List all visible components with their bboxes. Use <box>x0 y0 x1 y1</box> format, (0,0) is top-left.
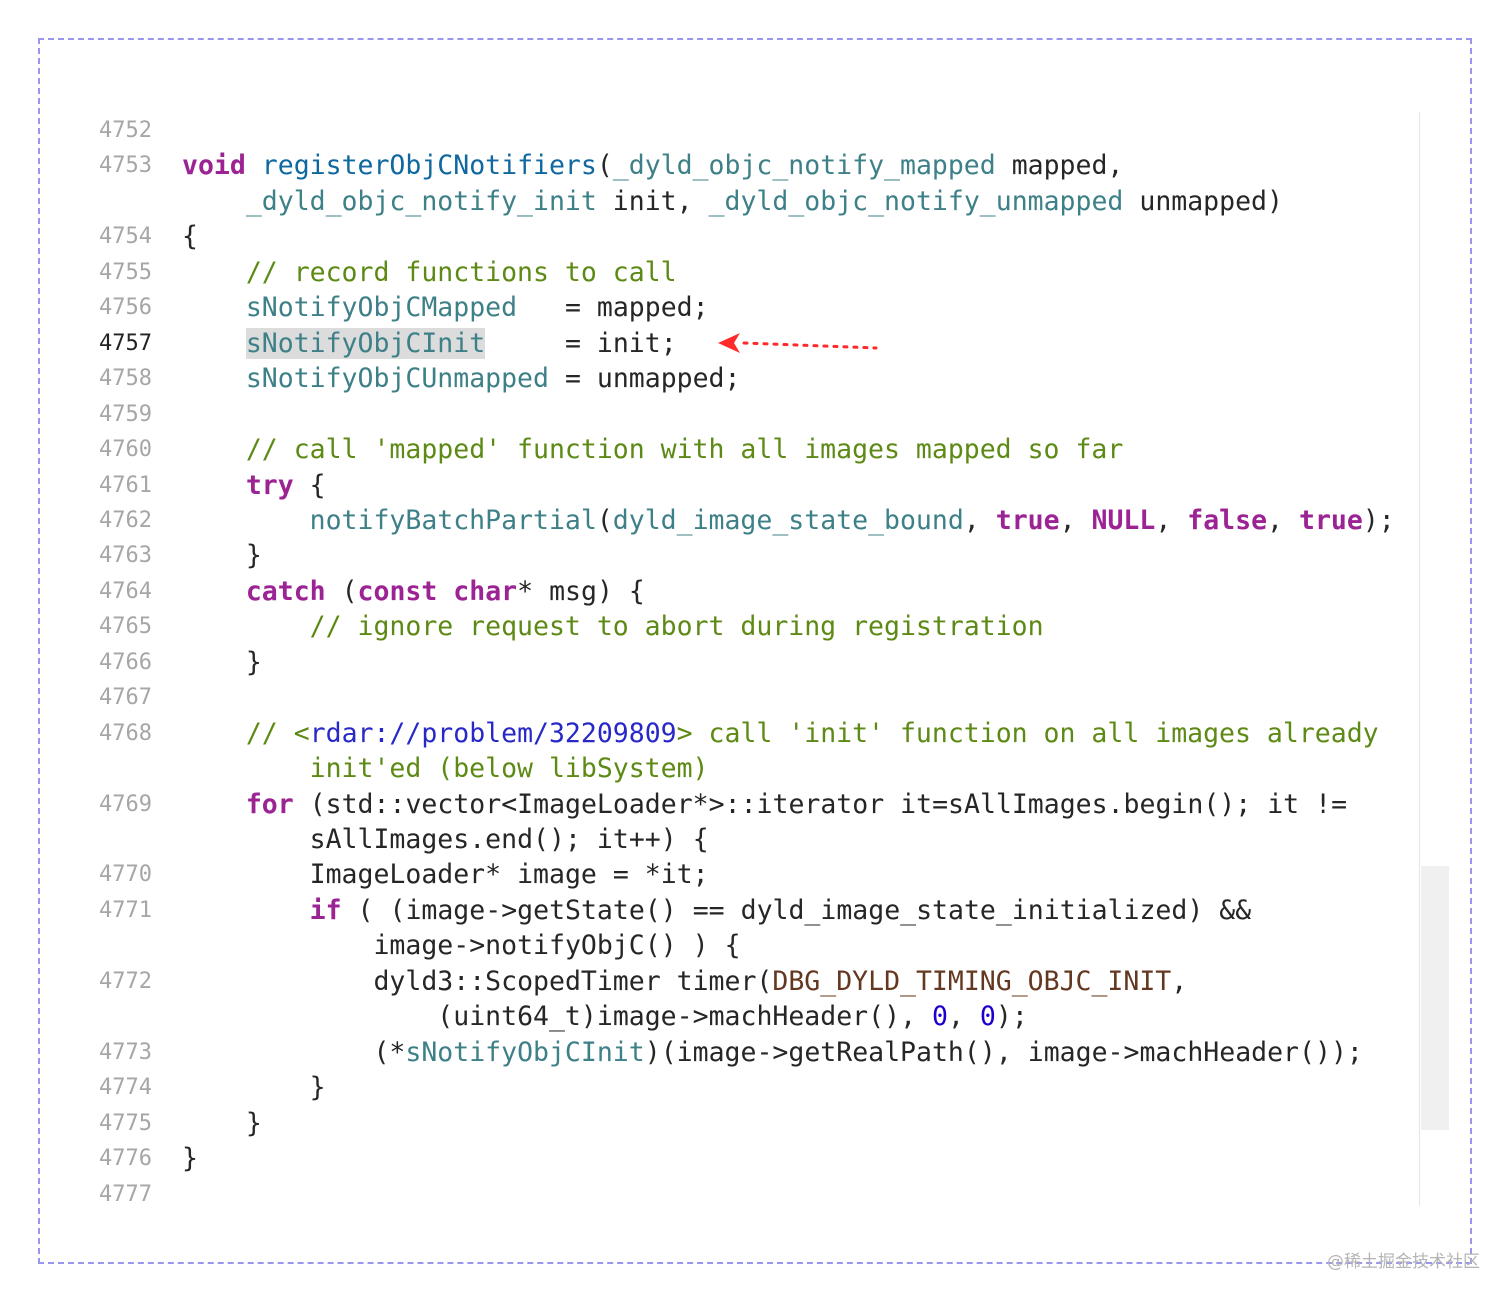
line-number: 4765 <box>99 614 152 640</box>
code-line[interactable]: 4767 <box>0 680 1420 715</box>
highlighted-symbol[interactable]: sNotifyObjCInit <box>245 327 486 359</box>
code-line[interactable]: image->notifyObjC() ) { <box>0 928 1420 963</box>
code-line[interactable]: 4752 <box>0 113 1420 148</box>
code-line[interactable]: 4761 try { <box>0 468 1420 503</box>
line-number: 4759 <box>99 401 152 427</box>
code-text: ImageLoader* image = *it; <box>309 859 709 891</box>
code-text: sNotifyObjCUnmapped = unmapped; <box>245 363 741 395</box>
code-line[interactable]: sAllImages.end(); it++) { <box>0 822 1420 857</box>
code-text: (*sNotifyObjCInit)(image->getRealPath(),… <box>373 1036 1363 1068</box>
line-number: 4755 <box>99 259 152 285</box>
code-text: _dyld_objc_notify_init init, _dyld_objc_… <box>245 185 1283 217</box>
code-text: sAllImages.end(); it++) { <box>309 824 709 855</box>
line-number: 4775 <box>99 1110 152 1136</box>
code-line[interactable]: 4758 sNotifyObjCUnmapped = unmapped; <box>0 361 1420 396</box>
code-text: image->notifyObjC() ) { <box>373 930 741 962</box>
minimap-divider <box>1419 112 1420 1206</box>
screenshot-frame <box>38 38 1472 1264</box>
line-number: 4756 <box>99 295 152 321</box>
code-line[interactable]: 4769 for (std::vector<ImageLoader*>::ite… <box>0 787 1420 822</box>
dotted-left-arrow-icon <box>718 333 878 353</box>
code-text: } <box>245 646 262 678</box>
code-line[interactable]: 4753 void registerObjCNotifiers(_dyld_obj… <box>0 148 1420 183</box>
code-text: notifyBatchPartial(dyld_image_state_boun… <box>309 504 1395 536</box>
line-number: 4764 <box>99 578 152 604</box>
watermark: @稀土掘金技术社区 <box>1327 1252 1480 1272</box>
code-text: init'ed (below libSystem) <box>182 753 709 785</box>
code-line[interactable]: 4756 sNotifyObjCMapped = mapped; <box>0 290 1420 325</box>
code-text: } <box>182 1143 198 1175</box>
line-number: 4753 <box>99 153 152 179</box>
code-text: // <rdar://problem/32209809> call 'init'… <box>245 717 1379 749</box>
line-number: 4772 <box>99 968 152 994</box>
line-number: 4769 <box>99 791 152 817</box>
code-line[interactable]: 4772 dyld3::ScopedTimer timer(DBG_DYLD_T… <box>0 964 1420 999</box>
code-line[interactable]: 4762 notifyBatchPartial(dyld_image_state… <box>0 503 1420 538</box>
code-text: } <box>245 540 262 572</box>
line-number: 4771 <box>99 897 152 923</box>
code-line[interactable]: 4755 // record functions to call <box>0 255 1420 290</box>
code-text: sNotifyObjCInit = init; <box>245 327 677 359</box>
line-number: 4774 <box>99 1075 152 1101</box>
code-line[interactable]: 4775 } <box>0 1106 1420 1141</box>
line-number: 4757 <box>99 330 152 356</box>
line-number: 4767 <box>99 685 152 711</box>
code-line[interactable]: 4776} <box>0 1141 1420 1176</box>
code-line[interactable]: 4760 // call 'mapped' function with all … <box>0 432 1420 467</box>
line-number: 4762 <box>99 507 152 533</box>
line-number: 4758 <box>99 366 152 392</box>
code-line[interactable]: 4774 } <box>0 1070 1420 1105</box>
code-line[interactable]: _dyld_objc_notify_init init, _dyld_objc_… <box>0 184 1420 219</box>
line-number: 4777 <box>99 1181 152 1207</box>
code-text: void registerObjCNotifiers(_dyld_objc_no… <box>182 150 1124 182</box>
line-number: 4768 <box>99 720 152 746</box>
line-number: 4754 <box>99 224 152 250</box>
code-line[interactable]: 4768 // <rdar://problem/32209809> call '… <box>0 716 1420 751</box>
code-text: (uint64_t)image->machHeader(), 0, 0); <box>437 1001 1028 1033</box>
line-number: 4776 <box>99 1146 152 1172</box>
line-number: 4770 <box>99 862 152 888</box>
code-line[interactable]: 4770 ImageLoader* image = *it; <box>0 857 1420 892</box>
code-line[interactable]: 4771 if ( (image->getState() == dyld_ima… <box>0 893 1420 928</box>
code-line[interactable]: 4763 } <box>0 538 1420 573</box>
code-line[interactable]: 4759 <box>0 397 1420 432</box>
line-number: 4761 <box>99 472 152 498</box>
code-line[interactable]: 4777 <box>0 1177 1420 1212</box>
code-text: // record functions to call <box>245 256 677 288</box>
code-text: if ( (image->getState() == dyld_image_st… <box>309 894 1252 926</box>
code-text: dyld3::ScopedTimer timer(DBG_DYLD_TIMING… <box>373 965 1188 997</box>
code-text: for (std::vector<ImageLoader*>::iterator… <box>245 788 1348 820</box>
code-text: try { <box>245 469 326 501</box>
code-text: // call 'mapped' function with all image… <box>245 434 1124 466</box>
line-number: 4766 <box>99 649 152 675</box>
code-line[interactable]: 4766 } <box>0 645 1420 680</box>
line-number: 4773 <box>99 1039 152 1065</box>
line-number: 4763 <box>99 543 152 569</box>
code-line[interactable]: (uint64_t)image->machHeader(), 0, 0); <box>0 999 1420 1034</box>
code-line[interactable]: 4773 (*sNotifyObjCInit)(image->getRealPa… <box>0 1035 1420 1070</box>
code-line[interactable]: 4757 sNotifyObjCInit = init; <box>0 326 1420 361</box>
code-text: { <box>182 221 198 253</box>
code-line[interactable]: 4754 { <box>0 219 1420 254</box>
code-text: catch (const char* msg) { <box>245 575 645 607</box>
minimap-viewport[interactable] <box>1421 866 1449 1130</box>
code-text: sNotifyObjCMapped = mapped; <box>245 292 709 324</box>
code-text: // ignore request to abort during regist… <box>309 611 1044 643</box>
code-text: } <box>309 1072 326 1104</box>
code-text: } <box>245 1107 262 1139</box>
code-line[interactable]: 4765 // ignore request to abort during r… <box>0 609 1420 644</box>
line-number: 4760 <box>99 437 152 463</box>
line-number: 4752 <box>99 118 152 143</box>
code-line[interactable]: 4764 catch (const char* msg) { <box>0 574 1420 609</box>
code-line[interactable]: init'ed (below libSystem) <box>0 751 1420 786</box>
